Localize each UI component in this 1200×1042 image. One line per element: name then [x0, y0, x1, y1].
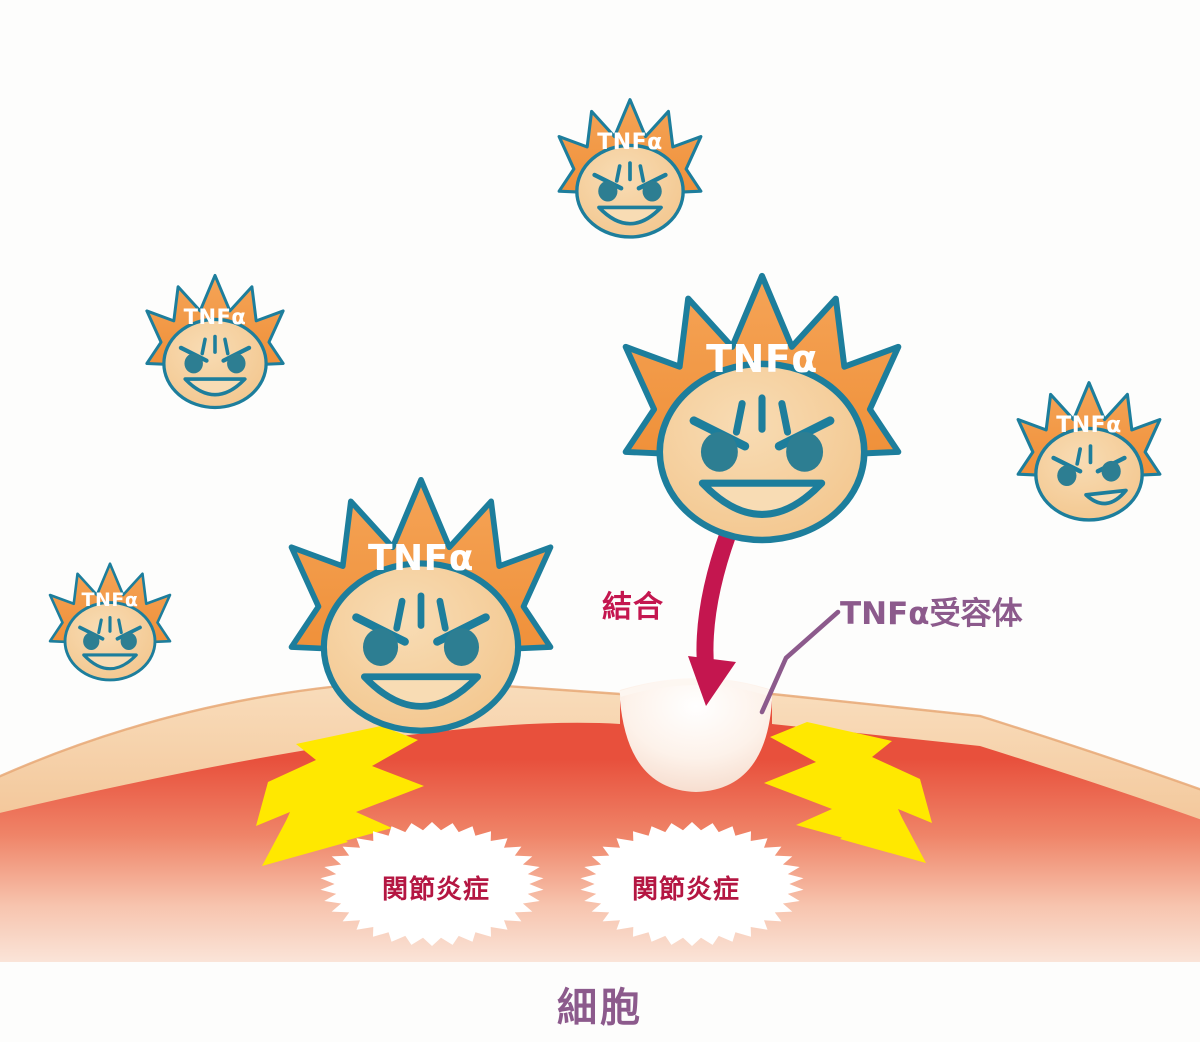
starburst-left: [320, 822, 544, 946]
tnf-character-tnf-far-left: [48, 561, 172, 682]
receptor-pocket: [620, 678, 772, 792]
cell-membrane-edge-right: [771, 692, 1200, 791]
tnf-character-layer: [48, 100, 1160, 731]
tnf-face-tnf-upper-left: [147, 275, 283, 407]
tnf-character-tnf-top: [559, 100, 701, 237]
starburst-right: [580, 822, 804, 946]
tnf-face-tnf-top: [559, 100, 701, 237]
tnf-face-tnf-right: [1018, 383, 1160, 520]
tnf-face-tnf-far-left: [48, 561, 172, 682]
receptor-leader-line: [759, 609, 841, 715]
bolt-right: [764, 722, 932, 863]
bolt-left: [256, 726, 424, 866]
tnf-character-tnf-center-big: [626, 276, 899, 540]
badge-left: [320, 822, 544, 946]
badge-right: [580, 822, 804, 946]
tnf-character-tnf-right: [1018, 383, 1160, 520]
binding-arrow: [688, 531, 737, 706]
tnf-character-tnf-upper-left: [147, 275, 283, 407]
cell-membrane-right: [772, 694, 1200, 820]
tnf-face-tnf-center-big: [626, 276, 899, 540]
